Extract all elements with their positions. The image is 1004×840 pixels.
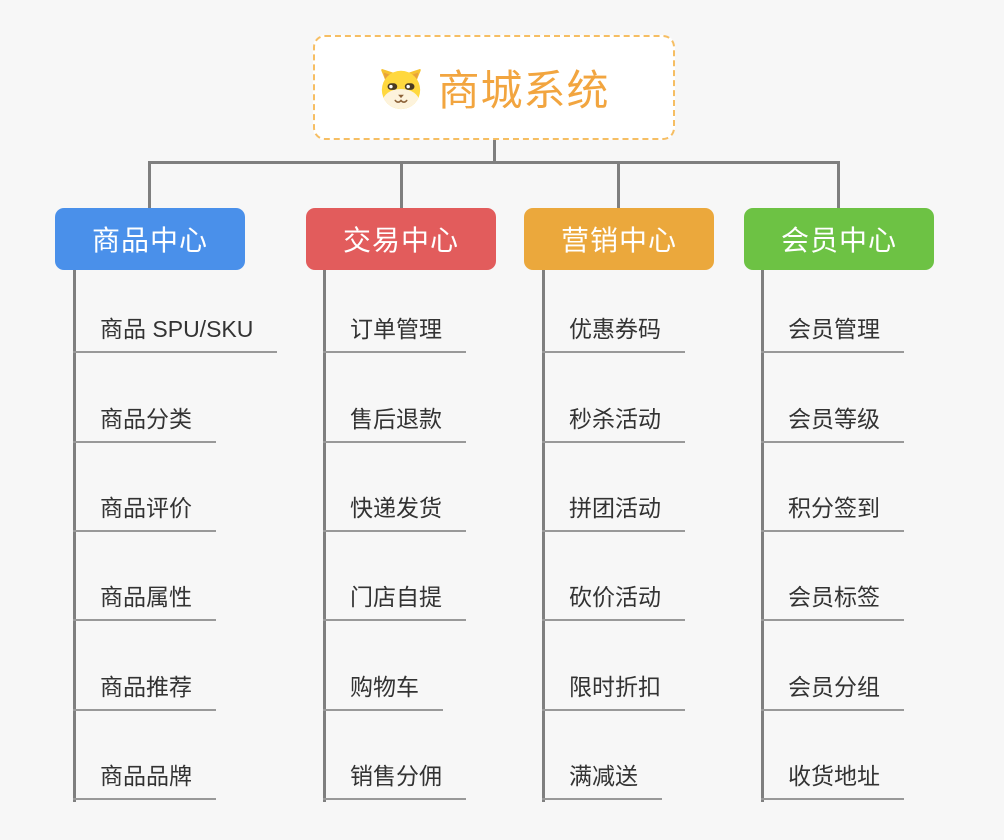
connector-drop [837,161,840,208]
connector-branch-line [761,270,764,802]
branch-topic-product-center[interactable]: 商品中心 [55,208,245,270]
subtopic[interactable]: 商品品牌 [73,762,216,800]
subtopic[interactable]: 限时折扣 [542,673,685,711]
subtopic[interactable]: 门店自提 [323,583,466,621]
connector-branch-line [73,270,76,802]
connector-drop [148,161,151,208]
connector-branch-line [542,270,545,802]
subtopic[interactable]: 优惠券码 [542,315,685,353]
connector-root-stub [493,140,496,164]
subtopic[interactable]: 会员标签 [761,583,904,621]
subtopic[interactable]: 砍价活动 [542,583,685,621]
subtopic[interactable]: 售后退款 [323,405,466,443]
subtopic[interactable]: 购物车 [323,673,443,711]
subtopic[interactable]: 收货地址 [761,762,904,800]
subtopic[interactable]: 会员等级 [761,405,904,443]
subtopic[interactable]: 销售分佣 [323,762,466,800]
connector-horizontal [148,161,840,164]
subtopic[interactable]: 拼团活动 [542,494,685,532]
dog-face-icon [381,68,422,109]
subtopic[interactable]: 会员管理 [761,315,904,353]
root-topic[interactable]: 商城系统 [313,35,675,140]
subtopic[interactable]: 快递发货 [323,494,466,532]
subtopic[interactable]: 满减送 [542,762,662,800]
branch-topic-trade-center[interactable]: 交易中心 [306,208,496,270]
branch-topic-marketing-center[interactable]: 营销中心 [524,208,714,270]
subtopic[interactable]: 商品分类 [73,405,216,443]
subtopic[interactable]: 积分签到 [761,494,904,532]
subtopic[interactable]: 商品属性 [73,583,216,621]
branch-topic-member-center[interactable]: 会员中心 [744,208,934,270]
subtopic[interactable]: 商品评价 [73,494,216,532]
connector-drop [400,161,403,208]
connector-drop [617,161,620,208]
subtopic[interactable]: 商品 SPU/SKU [73,315,278,353]
connector-branch-line [323,270,326,802]
subtopic[interactable]: 商品推荐 [73,673,216,711]
subtopic[interactable]: 秒杀活动 [542,405,685,443]
subtopic[interactable]: 订单管理 [323,315,466,353]
subtopic[interactable]: 会员分组 [761,673,904,711]
root-topic-label: 商城系统 [437,67,610,114]
